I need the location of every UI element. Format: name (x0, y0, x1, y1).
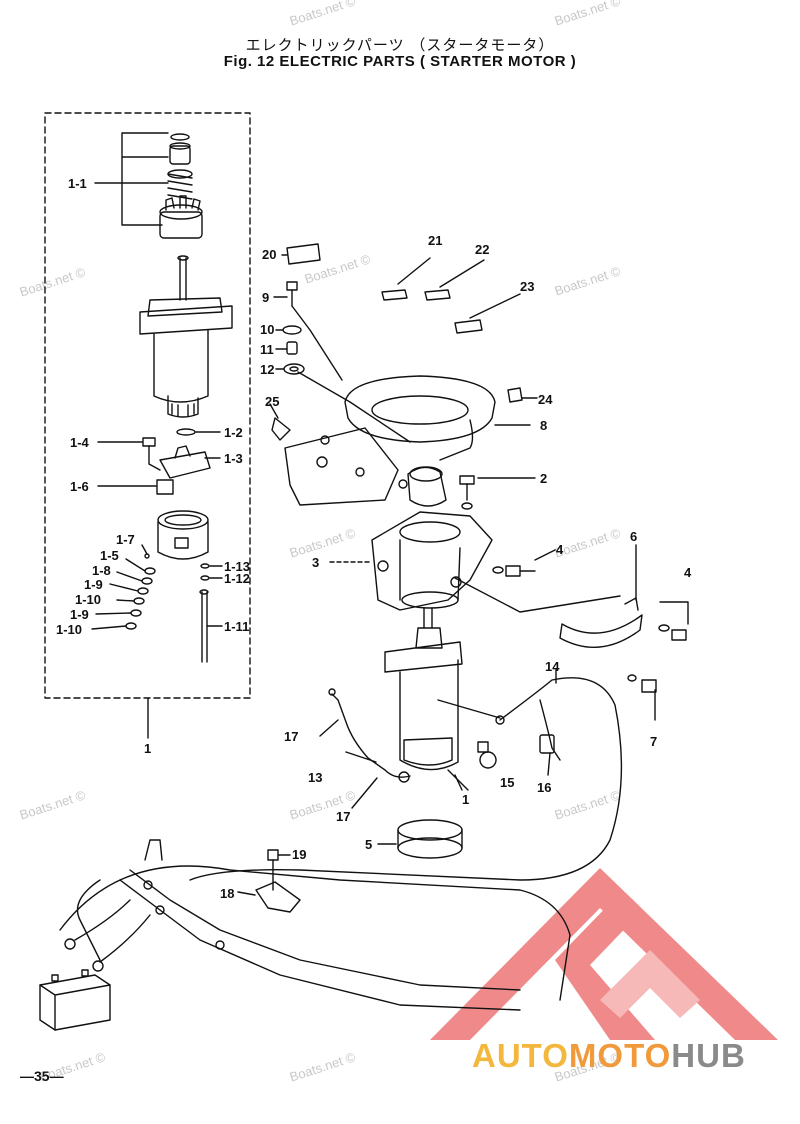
callout-1-2: 1-2 (224, 425, 243, 440)
callout-21: 21 (428, 233, 443, 248)
callout-3: 3 (312, 555, 320, 570)
callout-1-8: 1-8 (92, 563, 111, 578)
callout-1-3: 1-3 (224, 451, 243, 466)
callout-1-12: 1-12 (224, 571, 251, 586)
brand-part-moto: MOTO (568, 1037, 672, 1074)
callout-1-9: 1-9 (84, 577, 103, 592)
callout-24: 24 (538, 392, 553, 407)
callout-8: 8 (540, 418, 548, 433)
callout-9: 9 (262, 290, 270, 305)
callout-2: 2 (540, 471, 548, 486)
callout-1-10: 1-10 (56, 622, 83, 637)
callout-12: 12 (260, 362, 275, 377)
callout-1: 1 (144, 741, 152, 756)
callout-1-5: 1-5 (100, 548, 119, 563)
callout-14: 14 (545, 659, 560, 674)
callout-11: 11 (260, 342, 274, 357)
brand-wordmark: AUTOMOTOHUB (472, 1039, 792, 1072)
callout-1-13: 1-13 (224, 559, 251, 574)
callout-16: 16 (537, 780, 552, 795)
callout-22: 22 (475, 242, 490, 257)
callout-15: 15 (500, 775, 515, 790)
callout-6: 6 (630, 529, 638, 544)
callout-13: 13 (308, 770, 323, 785)
callout-18: 18 (220, 886, 235, 901)
callout-4: 4 (684, 565, 692, 580)
callout-1-1: 1-1 (68, 176, 87, 191)
page-number: —35— (20, 1068, 64, 1084)
callout-19: 19 (292, 847, 307, 862)
brand-part-hub: HUB (671, 1037, 746, 1074)
brand-logo (430, 868, 778, 1040)
callout-1-10: 1-10 (75, 592, 102, 607)
callout-7: 7 (650, 734, 658, 749)
callout-4: 4 (556, 542, 564, 557)
callout-17: 17 (284, 729, 299, 744)
callout-10: 10 (260, 322, 275, 337)
callout-1: 1 (462, 792, 470, 807)
callout-23: 23 (520, 279, 535, 294)
callout-1-6: 1-6 (70, 479, 89, 494)
callout-1-4: 1-4 (70, 435, 89, 450)
callout-1-11: 1-11 (224, 619, 250, 634)
callout-1-9: 1-9 (70, 607, 89, 622)
callout-17: 17 (336, 809, 351, 824)
callout-20: 20 (262, 247, 277, 262)
figure-title-japanese: エレクトリックパーツ （スタータモータ） (245, 36, 555, 54)
brand-part-auto: AUTO (472, 1037, 569, 1074)
callout-25: 25 (265, 394, 280, 409)
callout-1-7: 1-7 (116, 532, 135, 547)
callout-5: 5 (365, 837, 373, 852)
figure-title-english: Fig. 12 ELECTRIC PARTS ( STARTER MOTOR ) (223, 53, 577, 70)
